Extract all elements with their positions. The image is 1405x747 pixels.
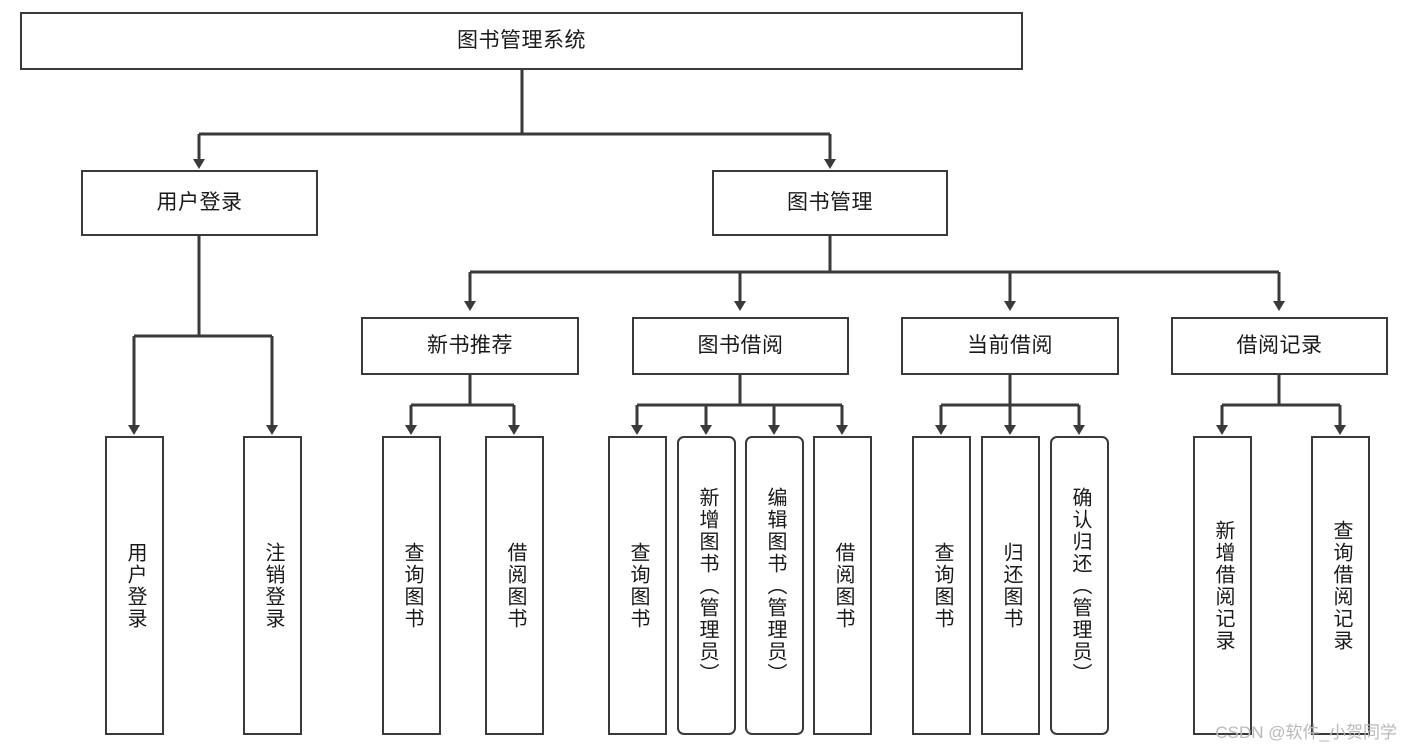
leaf-edit-book-admin-label: 编辑图书（管理员）	[764, 486, 786, 685]
leaf-query-borrow-record-label: 查询借阅记录	[1330, 519, 1352, 652]
leaf-query-book-bb-label: 查询图书	[627, 541, 649, 630]
leaf-confirm-return-admin[interactable]: 确认归还（管理员）	[1050, 436, 1109, 735]
leaf-add-book-admin[interactable]: 新增图书（管理员）	[677, 436, 736, 735]
leaf-user-login[interactable]: 用户登录	[105, 436, 164, 735]
leaf-query-book-nb[interactable]: 查询图书	[382, 436, 441, 735]
node-user-login-label: 用户登录	[156, 190, 243, 214]
leaf-borrow-book-bb-label: 借阅图书	[832, 541, 854, 630]
leaf-borrow-book-bb[interactable]: 借阅图书	[813, 436, 872, 735]
leaf-logout-label: 注销登录	[262, 541, 284, 630]
leaf-query-borrow-record[interactable]: 查询借阅记录	[1311, 436, 1370, 735]
node-root-label: 图书管理系统	[457, 28, 586, 52]
node-new-book-recommend[interactable]: 新书推荐	[361, 317, 579, 375]
leaf-add-borrow-record[interactable]: 新增借阅记录	[1193, 436, 1252, 735]
leaf-borrow-book-nb[interactable]: 借阅图书	[485, 436, 544, 735]
node-borrow-record[interactable]: 借阅记录	[1171, 317, 1388, 375]
leaf-query-book-bb[interactable]: 查询图书	[608, 436, 667, 735]
node-new-book-recommend-label: 新书推荐	[427, 333, 513, 357]
leaf-query-book-cb-label: 查询图书	[931, 541, 953, 630]
leaf-query-book-cb[interactable]: 查询图书	[912, 436, 971, 735]
node-user-login[interactable]: 用户登录	[81, 170, 318, 236]
leaf-confirm-return-admin-label: 确认归还（管理员）	[1069, 486, 1091, 685]
leaf-logout[interactable]: 注销登录	[243, 436, 302, 735]
leaf-return-book-label: 归还图书	[1000, 541, 1022, 630]
node-current-borrow[interactable]: 当前借阅	[901, 317, 1119, 375]
leaf-edit-book-admin[interactable]: 编辑图书（管理员）	[745, 436, 804, 735]
node-book-management-label: 图书管理	[787, 190, 873, 214]
node-book-borrow-label: 图书借阅	[697, 333, 784, 357]
leaf-user-login-label: 用户登录	[124, 541, 146, 630]
csdn-watermark: CSDN @软件_小贺同学	[1215, 723, 1397, 742]
node-book-management[interactable]: 图书管理	[712, 170, 948, 236]
node-current-borrow-label: 当前借阅	[967, 333, 1053, 357]
node-root[interactable]: 图书管理系统	[20, 12, 1023, 70]
leaf-add-borrow-record-label: 新增借阅记录	[1212, 519, 1234, 652]
leaf-query-book-nb-label: 查询图书	[401, 541, 423, 630]
leaf-add-book-admin-label: 新增图书（管理员）	[696, 486, 718, 685]
node-borrow-record-label: 借阅记录	[1236, 333, 1323, 357]
leaf-borrow-book-nb-label: 借阅图书	[504, 541, 526, 630]
leaf-return-book[interactable]: 归还图书	[981, 436, 1040, 735]
node-book-borrow[interactable]: 图书借阅	[632, 317, 849, 375]
